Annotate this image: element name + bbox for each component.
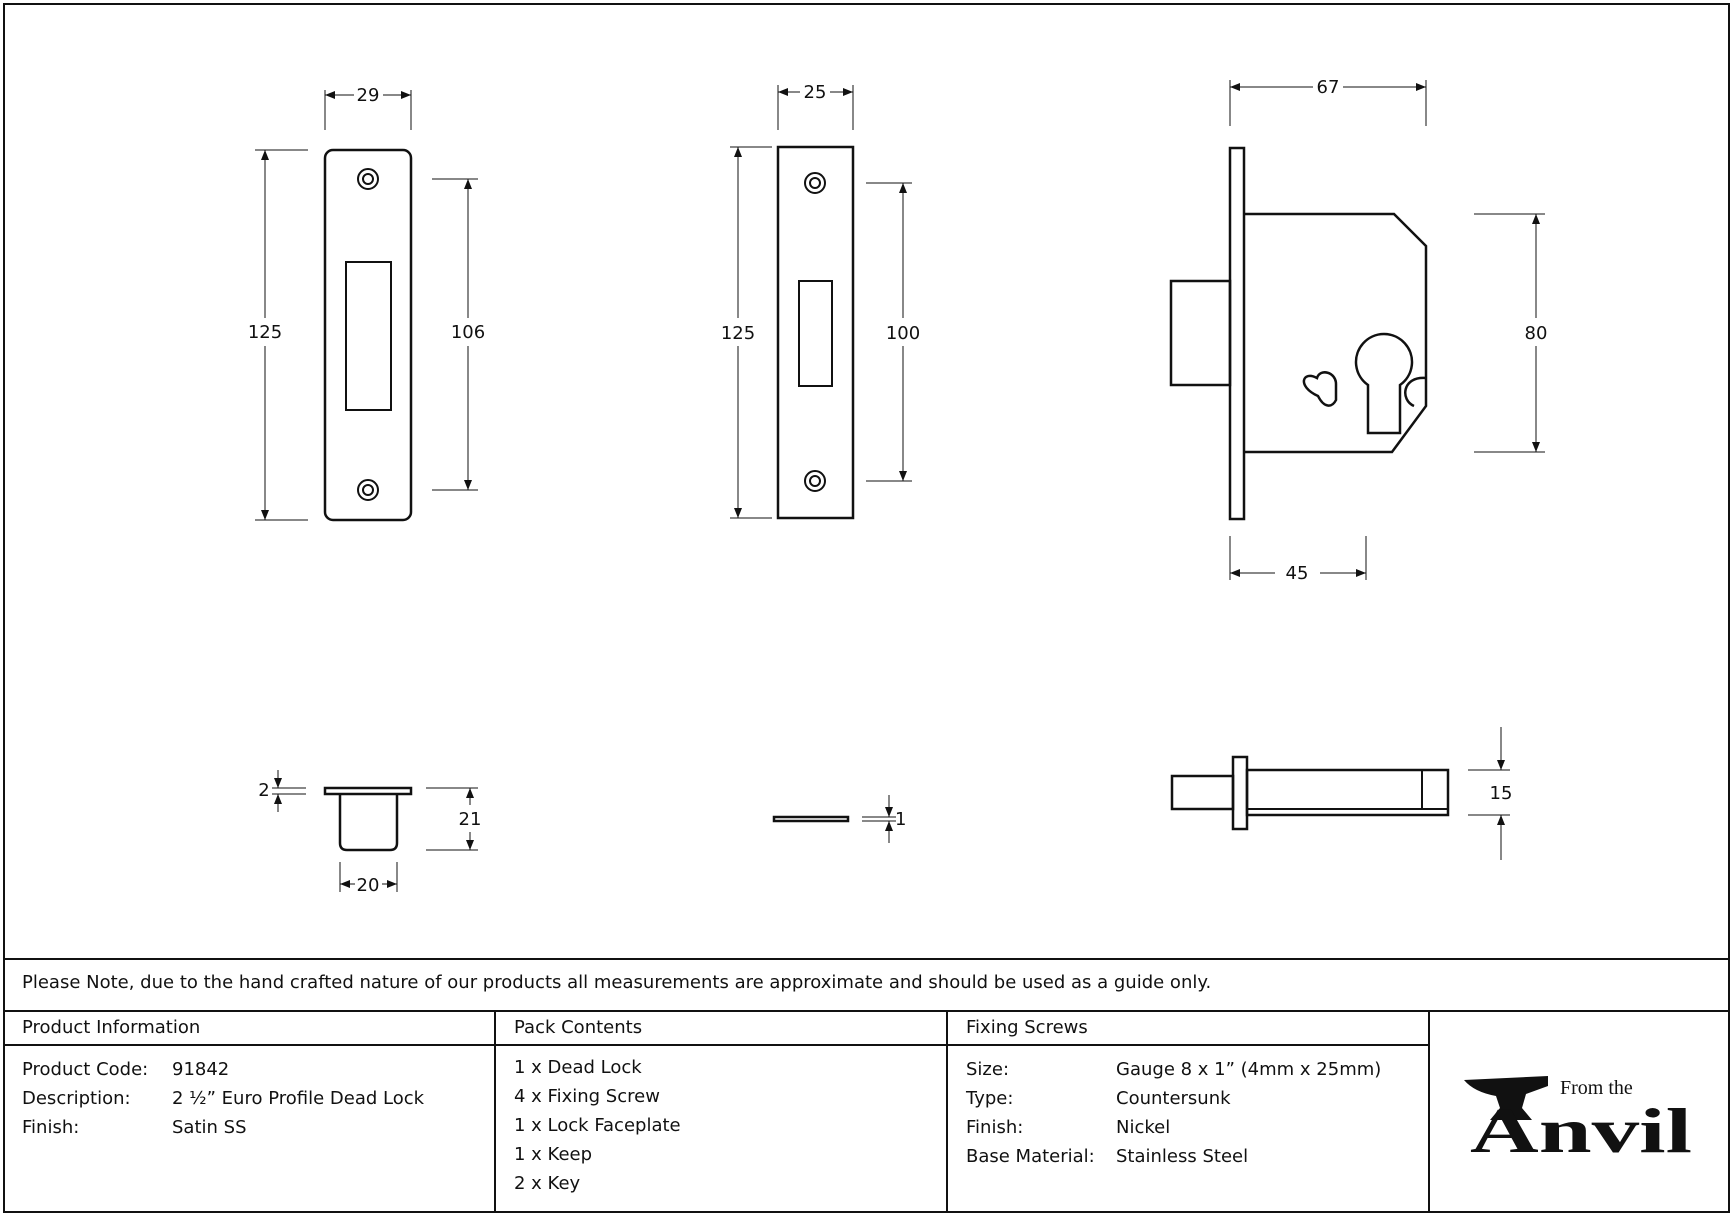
keep-depth-label: 21 [459, 809, 482, 830]
pack-contents-header: Pack Contents [514, 1017, 643, 1038]
pack-item: 2 x Key [514, 1173, 581, 1194]
finish-label: Finish: [22, 1117, 80, 1138]
lock-body-backset-label: 45 [1286, 563, 1309, 584]
plate-side-drawing [772, 795, 896, 843]
base-material-label: Base Material: [966, 1146, 1095, 1167]
lock-body-height-label: 80 [1525, 323, 1548, 344]
column-divider-1 [494, 1010, 496, 1213]
description-value: 2 ½” Euro Profile Dead Lock [172, 1088, 425, 1109]
fixing-screws-header: Fixing Screws [966, 1017, 1088, 1038]
column-divider-2 [946, 1010, 948, 1213]
title-block-top-border [3, 958, 1730, 960]
faceplate-large-height-label: 125 [248, 322, 282, 343]
faceplate-large-drawing [255, 90, 478, 522]
base-material-value: Stainless Steel [1116, 1146, 1249, 1167]
screw-size-label: Size: [966, 1059, 1010, 1080]
faceplate-small-height-label: 125 [721, 323, 755, 344]
pack-item: 4 x Fixing Screw [514, 1086, 660, 1107]
faceplate-large-width-label: 29 [357, 85, 380, 106]
note-divider [3, 1010, 1730, 1012]
description-label: Description: [22, 1088, 131, 1109]
screw-finish-label: Finish: [966, 1117, 1024, 1138]
finish-value: Satin SS [172, 1117, 247, 1138]
keep-flange-label: 2 [258, 780, 269, 801]
lock-side-thickness-label: 15 [1490, 783, 1513, 804]
pack-item: 1 x Lock Faceplate [514, 1115, 681, 1136]
screw-type-value: Countersunk [1116, 1088, 1231, 1109]
keep-width-label: 20 [357, 875, 380, 896]
screw-size-value: Gauge 8 x 1” (4mm x 25mm) [1116, 1059, 1382, 1080]
technical-drawing: 29 125 106 25 125 100 [248, 77, 1548, 896]
screw-finish-value: Nickel [1116, 1117, 1171, 1138]
header-divider [3, 1044, 1428, 1046]
measurement-note: Please Note, due to the hand crafted nat… [22, 972, 1212, 993]
logo-small-text: From the [1560, 1077, 1633, 1099]
screw-type-label: Type: [966, 1088, 1014, 1109]
lock-body-drawing [1169, 80, 1545, 580]
pack-item: 1 x Keep [514, 1144, 593, 1165]
faceplate-small-width-label: 25 [804, 82, 827, 103]
faceplate-large-hole-spacing-label: 106 [451, 322, 485, 343]
keep-drawing [272, 770, 478, 892]
faceplate-small-drawing [730, 85, 912, 520]
plate-thickness-label: 1 [895, 809, 906, 830]
anvil-icon [1464, 1076, 1548, 1120]
lock-side-drawing [1170, 727, 1510, 860]
pack-item: 1 x Dead Lock [514, 1057, 642, 1078]
product-code-label: Product Code: [22, 1059, 149, 1080]
lock-body-width-label: 67 [1317, 77, 1340, 98]
from-the-anvil-logo: From the Anvil [1464, 1076, 1692, 1154]
faceplate-small-hole-spacing-label: 100 [886, 323, 920, 344]
logo-big-text: Anvil [1470, 1095, 1692, 1154]
drawing-frame [3, 3, 1730, 1213]
column-divider-3 [1428, 1010, 1430, 1213]
product-info-header: Product Information [22, 1017, 201, 1038]
product-code-value: 91842 [172, 1059, 230, 1080]
